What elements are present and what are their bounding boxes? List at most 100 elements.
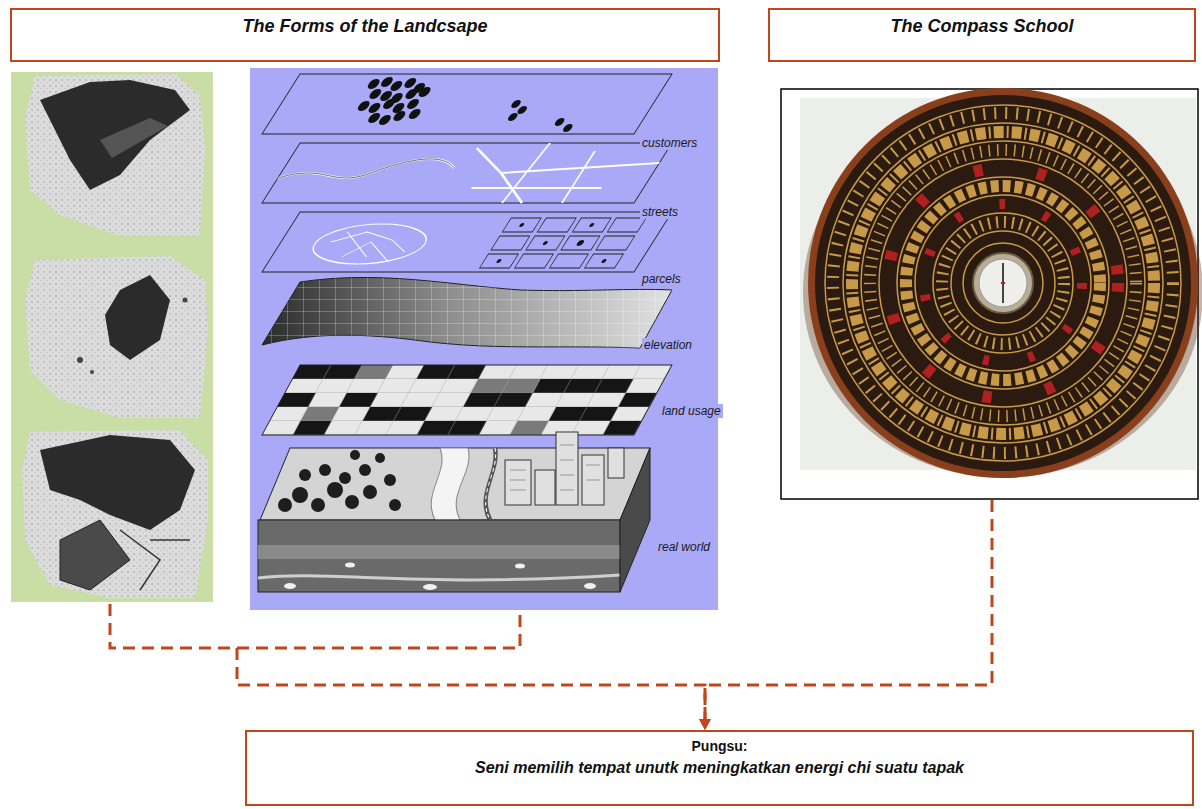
gis-layers <box>366 103 382 113</box>
gis-layers <box>416 87 432 97</box>
gis-layers <box>561 236 600 250</box>
compass-photo <box>1001 282 1005 284</box>
map-thumbnails <box>90 370 94 374</box>
function-box: Pungsu: Seni memilih tempat unutk meningk… <box>245 730 1194 806</box>
compass-photo <box>861 141 1145 425</box>
gis-layers <box>262 365 672 435</box>
heading-box: The Forms of the Landcsape <box>10 8 720 62</box>
gis-layers <box>406 109 422 119</box>
gis-layers <box>350 450 360 460</box>
gis-layers <box>262 212 672 272</box>
gis-layers <box>588 223 595 227</box>
gis-layers <box>311 498 325 512</box>
gis-layers <box>278 450 401 512</box>
map-thumbnails <box>25 74 205 236</box>
gis-layers <box>262 277 672 348</box>
compass-photo <box>843 123 1163 443</box>
compass-photo <box>963 243 1043 323</box>
box-text: Seni memilih tempat unutk meningkatkan e… <box>475 759 964 777</box>
gis-layers <box>278 498 292 512</box>
gis-layers <box>262 74 672 134</box>
gis-layers <box>299 469 311 481</box>
gis-layers <box>496 223 630 263</box>
gis-layers <box>365 79 381 89</box>
gis-layers <box>319 464 331 476</box>
layer-label: real world <box>656 540 712 554</box>
gis-layers <box>518 223 525 227</box>
map-thumbnails <box>77 357 83 363</box>
layer-label: land usage <box>660 404 723 418</box>
compass-photo <box>825 105 1181 461</box>
gis-layers <box>556 432 578 505</box>
gis-layers <box>377 115 393 125</box>
map-thumbnails <box>120 530 190 590</box>
gis-layers <box>258 520 620 592</box>
compass-photo <box>915 195 1091 371</box>
gis-layers <box>608 448 624 478</box>
gis-layers <box>388 81 404 91</box>
gis-layers <box>575 240 585 246</box>
compass-photo <box>870 150 1136 416</box>
gis-layers <box>506 113 519 121</box>
heading-panel: The Forms of the Landcsape <box>10 8 720 648</box>
compass-photo <box>951 231 1055 335</box>
compass-photo <box>973 253 1033 313</box>
gis-layers <box>262 143 672 203</box>
gis-layers <box>516 106 529 114</box>
map-thumbnails <box>105 275 170 360</box>
text-row: Pungsu: <box>259 737 1180 755</box>
heading-box: The Compass School <box>768 8 1196 62</box>
dashed-line <box>237 648 705 720</box>
compass-photo <box>979 259 1027 307</box>
compass-photo <box>781 88 1202 499</box>
gis-layers <box>292 487 308 503</box>
layer-label: parcels <box>640 272 683 286</box>
layer-label: customers <box>640 136 699 150</box>
gis-layers <box>403 89 419 99</box>
gis-layers <box>572 218 611 232</box>
gis-layers <box>550 254 589 268</box>
heading-text: The Compass School <box>890 16 1073 37</box>
gis-layers <box>359 464 371 476</box>
gis-layers <box>505 460 531 505</box>
gis-layers <box>510 445 600 490</box>
gis-layers <box>389 499 401 511</box>
gis-layers <box>596 236 635 250</box>
gis-layers <box>260 448 650 520</box>
gis-layers <box>284 583 296 589</box>
map-thumbnails <box>40 435 195 530</box>
gis-layers <box>262 74 672 134</box>
gis-layers <box>515 254 554 268</box>
gis-layers <box>405 99 421 109</box>
compass-photo <box>897 177 1109 389</box>
gis-layers <box>537 218 576 232</box>
compass-photo <box>906 186 1100 380</box>
gis-layers <box>318 232 417 262</box>
map-thumbnails <box>40 80 190 190</box>
gis-layers <box>375 453 385 463</box>
gis-layers <box>278 159 460 178</box>
gis-layers <box>258 575 620 580</box>
gis-layers <box>505 432 624 505</box>
gis-layers <box>391 111 407 121</box>
gis-layers <box>561 124 574 132</box>
dashed-connector <box>237 648 711 730</box>
gis-layers <box>491 236 530 250</box>
gis-layers <box>584 583 596 589</box>
gis-layers <box>585 254 624 268</box>
gis-layers <box>515 564 525 569</box>
gis-layers <box>262 365 672 435</box>
gis-layers <box>502 218 541 232</box>
dashed-line <box>705 500 992 720</box>
layer-label: elevation <box>642 338 694 352</box>
map-thumbnails <box>183 298 188 303</box>
gis-layers <box>496 259 503 263</box>
layer-label: streets <box>640 205 680 219</box>
text-row: Seni memilih tempat unutk meningkatkan e… <box>259 759 1180 777</box>
map-thumbnails <box>11 72 213 602</box>
heading-text: The Forms of the Landcsape <box>242 16 487 37</box>
gis-layers <box>262 143 672 203</box>
